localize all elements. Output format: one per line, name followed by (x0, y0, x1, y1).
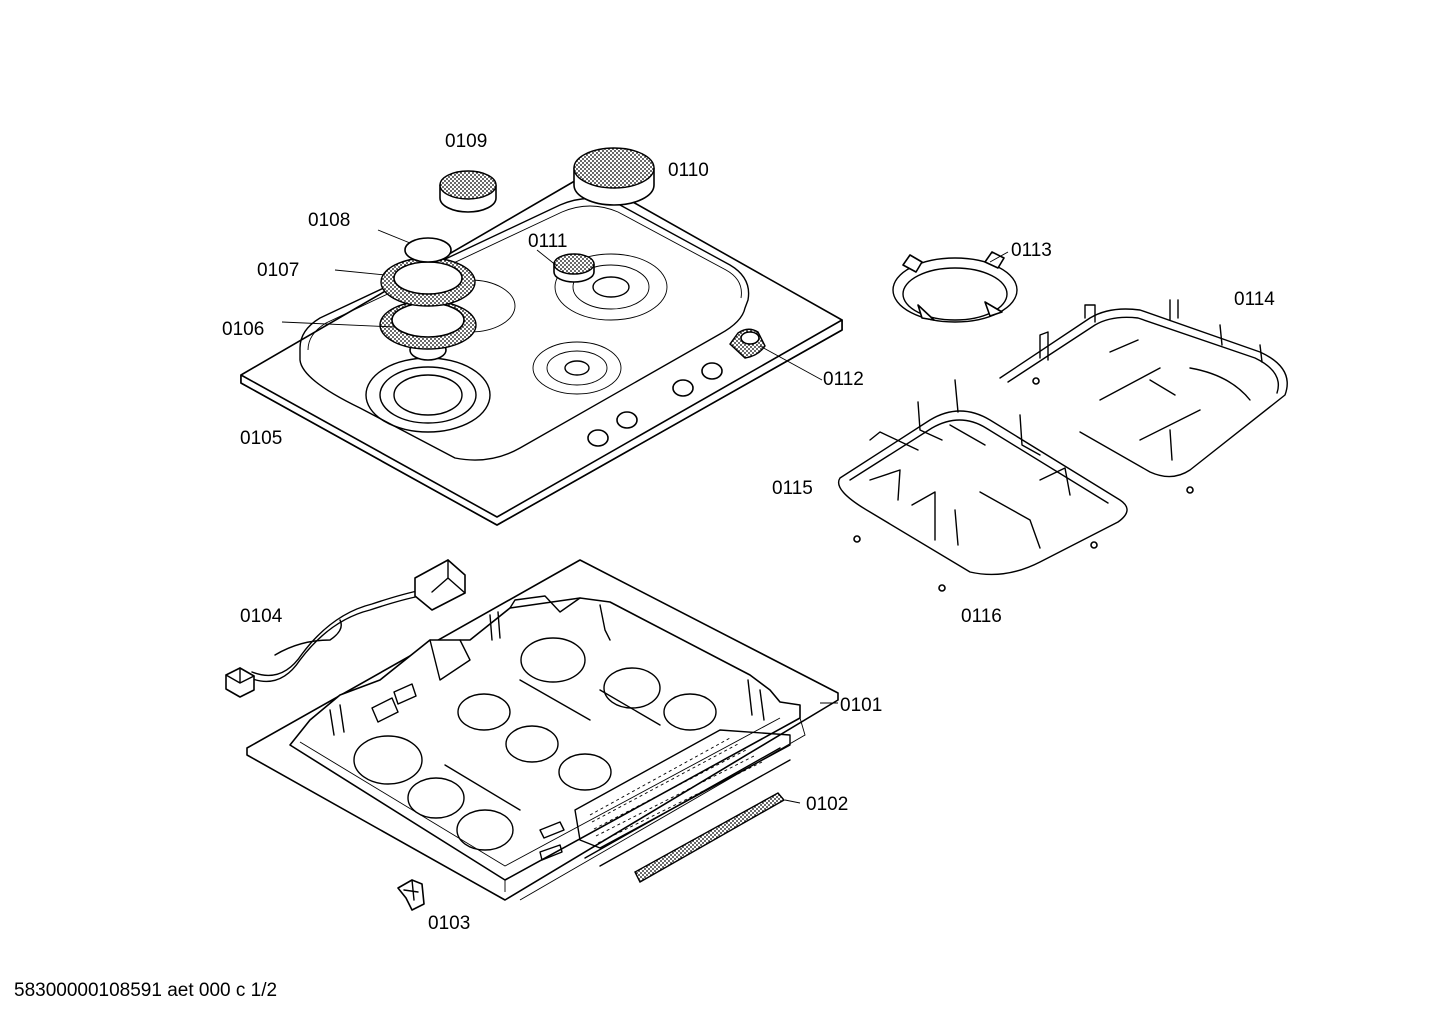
cooktop-plate (240, 174, 843, 526)
power-cable (225, 559, 466, 698)
label-0103: 0103 (428, 913, 470, 934)
control-knob (729, 328, 766, 359)
label-0116: 0116 (961, 606, 1002, 627)
drawing-reference: 58300000108591 aet 000 c 1/2 (14, 980, 278, 1001)
label-0106: 0106 (222, 319, 264, 340)
burner-assembly (379, 237, 477, 361)
label-0114: 0114 (1234, 289, 1275, 310)
part-labels: 0109 0110 0108 0111 0113 0107 0114 0106 … (222, 131, 1275, 934)
leader-lines (281, 229, 1009, 804)
seal-strip (634, 792, 786, 883)
label-0112: 0112 (823, 369, 864, 390)
label-0102: 0102 (806, 794, 848, 815)
label-0101: 0101 (840, 695, 882, 716)
burner-caps (439, 147, 655, 283)
pan-support-right (999, 299, 1288, 494)
label-0111: 0111 (528, 231, 567, 252)
label-0109: 0109 (445, 131, 487, 152)
label-0110: 0110 (668, 160, 709, 181)
label-0105: 0105 (240, 428, 282, 449)
label-0115: 0115 (772, 478, 813, 499)
pan-support-left (838, 379, 1128, 592)
fixing-clip (397, 879, 425, 911)
label-0104: 0104 (240, 606, 283, 627)
label-0107: 0107 (257, 260, 299, 281)
wok-ring (892, 251, 1018, 323)
label-0113: 0113 (1011, 240, 1052, 261)
bottom-housing (246, 559, 839, 901)
label-0108: 0108 (308, 210, 350, 231)
